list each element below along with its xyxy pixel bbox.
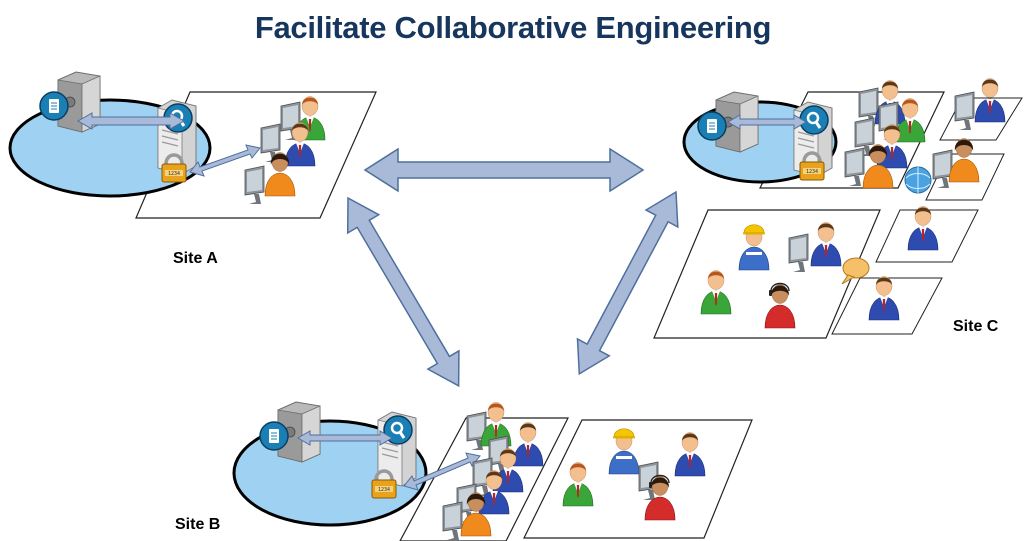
query-server-icon — [376, 410, 418, 488]
arrow-site-a-site-c — [363, 147, 645, 193]
site-a-label: Site A — [173, 250, 218, 267]
arrow-site-c-site-b — [576, 190, 679, 376]
arrow-site-a-site-b — [346, 196, 460, 388]
speech-bubble-icon — [841, 257, 870, 285]
site-a-cluster — [8, 71, 377, 219]
site-b-cluster — [232, 401, 753, 541]
site-c-label: Site C — [953, 318, 999, 335]
site-c-cluster — [653, 78, 1023, 339]
query-server-icon — [156, 98, 198, 176]
globe-icon — [904, 166, 932, 194]
site-b-label: Site B — [175, 516, 221, 533]
page-title: Facilitate Collaborative Engineering — [254, 10, 772, 45]
